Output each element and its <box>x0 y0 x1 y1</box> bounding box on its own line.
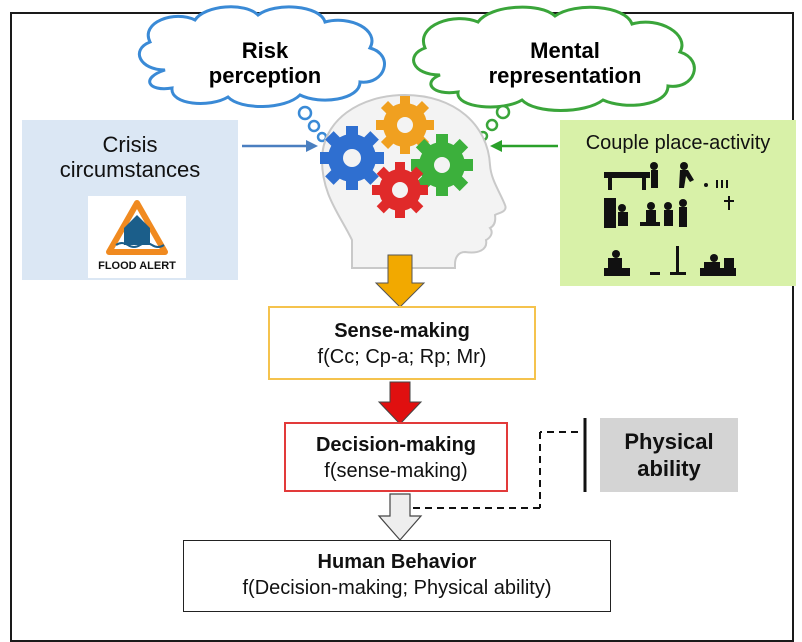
head-with-gears-image <box>320 93 507 269</box>
mental-label-line1: Mental <box>530 38 600 63</box>
physical-ability-connector <box>412 418 587 509</box>
human-behavior-box: Human Behavior f(Decision-making; Physic… <box>183 540 611 612</box>
physical-ability-line1: Physical <box>624 428 714 454</box>
risk-perception-cloud <box>137 5 386 143</box>
head-to-sense-arrow <box>374 254 426 308</box>
crisis-label-line1: Crisis <box>102 132 158 157</box>
decision-to-human-arrow <box>377 493 423 541</box>
mental-label-line2: representation <box>488 63 642 89</box>
sense-to-decision-arrow <box>377 381 423 425</box>
flood-alert-label: FLOOD ALERT <box>98 260 176 272</box>
flood-alert-sign-icon <box>88 196 186 278</box>
physical-ability-line2: ability <box>637 456 701 481</box>
sense-making-formula: f(Cc; Cp-a; Rp; Mr) <box>317 346 487 368</box>
physical-ability-box: Physical ability <box>600 418 738 492</box>
crisis-label-line2: circumstances <box>59 157 201 183</box>
couple-place-activity-label: Couple place-activity <box>585 132 771 154</box>
decision-making-title: Decision-making <box>315 434 477 456</box>
human-behavior-formula: f(Decision-making; Physical ability) <box>242 577 552 599</box>
couple-to-head-arrow <box>490 140 558 152</box>
mental-representation-label: Mental representation <box>455 38 675 89</box>
decision-making-box: Decision-making f(sense-making) <box>284 422 508 492</box>
human-behavior-title: Human Behavior <box>317 551 477 573</box>
risk-label-line2: perception <box>208 63 322 89</box>
sense-making-title: Sense-making <box>334 320 470 342</box>
risk-perception-label: Risk perception <box>170 38 360 89</box>
crisis-to-head-arrow <box>242 140 318 152</box>
risk-label-line1: Risk <box>241 38 289 63</box>
diagram-graphics <box>88 5 736 541</box>
decision-making-formula: f(sense-making) <box>324 460 468 482</box>
mental-representation-cloud <box>412 5 696 142</box>
crisis-circumstances-label: Crisis circumstances <box>24 132 236 183</box>
sense-making-box: Sense-making f(Cc; Cp-a; Rp; Mr) <box>268 306 536 380</box>
activity-pictograms-icon <box>604 162 736 276</box>
